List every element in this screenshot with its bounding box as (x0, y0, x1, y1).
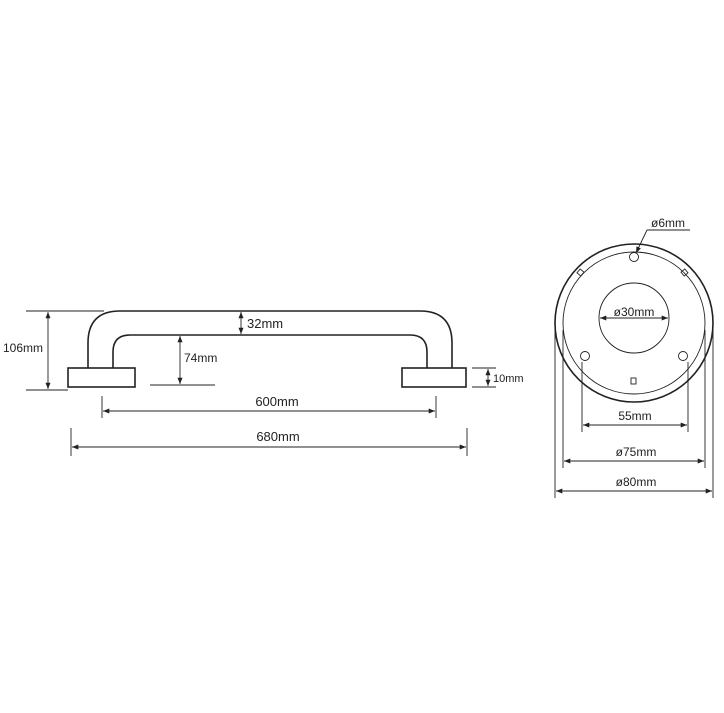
dim-overall-length: 680mm (70, 428, 468, 456)
dim-center-distance-label: 600mm (255, 394, 298, 409)
dim-inner-diameter: ø75mm (562, 330, 706, 468)
notch-bottom (630, 377, 637, 385)
notch-top-left (576, 268, 585, 277)
screw-hole-left (580, 351, 590, 361)
dim-outer-diameter-label: ø80mm (616, 475, 657, 489)
dim-hole-diameter: ø6mm (635, 216, 690, 254)
dim-hole-spacing-label: 55mm (618, 409, 651, 423)
side-view: 106mm 32mm 74mm 10mm 600mm (3, 310, 524, 456)
dim-overall-length-label: 680mm (256, 429, 299, 444)
flange-view: ø6mm ø30mm 55mm ø75mm ø80mm (554, 216, 714, 498)
screw-hole-top (629, 252, 639, 262)
dim-inner-height-label: 74mm (184, 351, 217, 365)
dim-center-distance: 600mm (101, 394, 437, 418)
dim-center-bore: ø30mm (600, 305, 668, 321)
dim-inner-diameter-label: ø75mm (616, 445, 657, 459)
grab-bar-outer (87, 310, 453, 368)
dim-outer-diameter: ø80mm (554, 323, 714, 498)
dim-tube-diameter: 32mm (238, 312, 283, 334)
dim-flange-thickness: 10mm (472, 367, 524, 388)
dim-flange-thickness-label: 10mm (493, 373, 524, 385)
right-flange (401, 367, 467, 388)
screw-hole-right (678, 351, 688, 361)
dim-overall-height: 106mm (3, 310, 104, 391)
center-bore (598, 282, 670, 354)
dim-hole-spacing: 55mm (581, 362, 689, 432)
dim-overall-height-label: 106mm (3, 341, 43, 355)
notch-top-right (680, 268, 689, 277)
dim-inner-height: 74mm (150, 334, 217, 386)
left-flange (67, 367, 136, 388)
dim-tube-diameter-label: 32mm (247, 316, 283, 331)
dim-center-bore-label: ø30mm (614, 305, 655, 319)
flange-inner-circle (562, 251, 706, 395)
dim-hole-diameter-label: ø6mm (651, 216, 685, 230)
grab-bar-inner (112, 334, 428, 368)
